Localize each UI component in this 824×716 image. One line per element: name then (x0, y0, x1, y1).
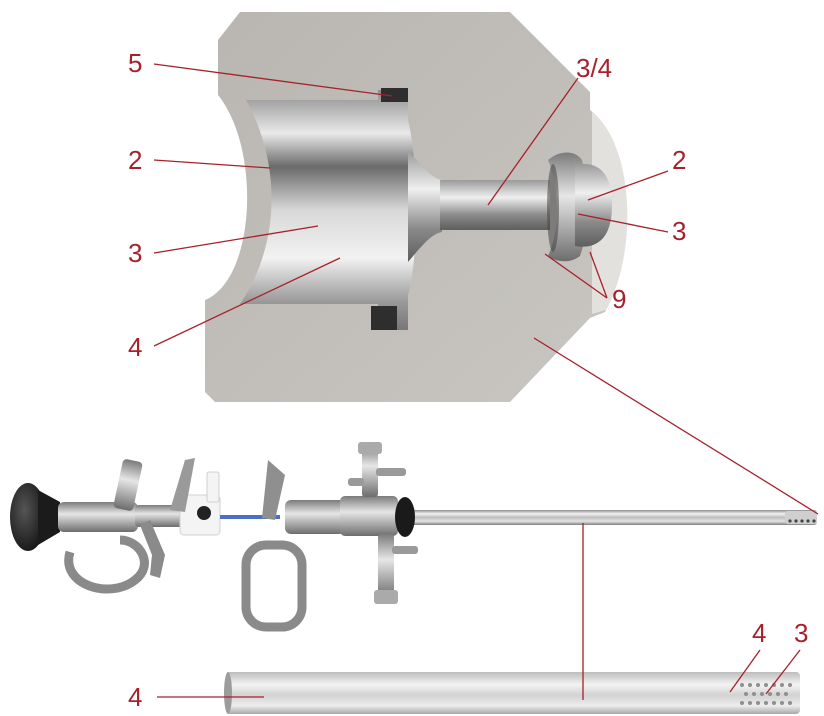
pin-head (575, 164, 612, 247)
sheath-left-end (224, 672, 232, 714)
leader-4-left (153, 257, 341, 347)
label-4-bottom-left: 4 (128, 682, 142, 712)
white-post (206, 471, 220, 503)
callout-labels: 5 2 3 4 3/4 2 3 9 4 4 3 (128, 48, 808, 712)
label-4-left: 4 (128, 332, 142, 362)
grip-ring (241, 540, 307, 632)
leader-detail-to-tip (533, 337, 819, 515)
bore-cavity (240, 90, 417, 330)
spring-lever (170, 458, 195, 512)
sheath-connector (285, 500, 345, 534)
thumb-ring-left (64, 535, 149, 594)
label-2-right: 2 (672, 145, 686, 175)
handle-loop (262, 460, 285, 520)
leader-5 (153, 63, 393, 97)
neck (408, 150, 442, 262)
leader-2-right (587, 170, 669, 201)
label-3-bottom-right: 3 (794, 618, 808, 648)
resectoscope-instrument (10, 442, 817, 632)
leader-9b (589, 251, 608, 299)
slot-top (381, 88, 408, 102)
leader-3-right (577, 213, 669, 233)
instrument-shaft (405, 510, 817, 525)
label-5: 5 (128, 48, 142, 78)
light-post (113, 459, 143, 511)
label-9: 9 (612, 284, 626, 314)
black-knob (197, 506, 211, 520)
leader-3-4 (487, 77, 579, 206)
outer-sheath-tube (224, 672, 800, 714)
slot-bottom (371, 306, 397, 330)
leader-3-bottom-right (765, 649, 801, 695)
sheath-lock (340, 496, 398, 536)
sheath-perforations (740, 683, 792, 705)
label-4-bottom-right: 4 (752, 618, 766, 648)
sheath-body (226, 672, 800, 714)
stopcock-top (348, 442, 406, 497)
cross-section-block (205, 12, 628, 402)
blue-cable (220, 515, 280, 519)
leader-lines (153, 63, 819, 700)
leader-3-left (153, 225, 319, 254)
shaft-tip-perforations (785, 511, 817, 524)
flange-shadow (547, 164, 559, 252)
sheath-collar (395, 497, 415, 537)
leader-9a (544, 253, 608, 299)
eyepiece (10, 483, 46, 551)
leader-2-left (153, 159, 271, 169)
eyepiece-cone (38, 490, 60, 545)
label-3-right: 3 (672, 216, 686, 246)
label-3-4: 3/4 (576, 53, 612, 83)
finger-lever (140, 520, 165, 578)
label-3-left: 3 (128, 238, 142, 268)
leader-4-bottom-right (729, 649, 761, 693)
label-2-left: 2 (128, 145, 142, 175)
optic-body (58, 502, 138, 532)
pin-shaft (440, 180, 550, 230)
stopcock-bottom (374, 534, 418, 604)
